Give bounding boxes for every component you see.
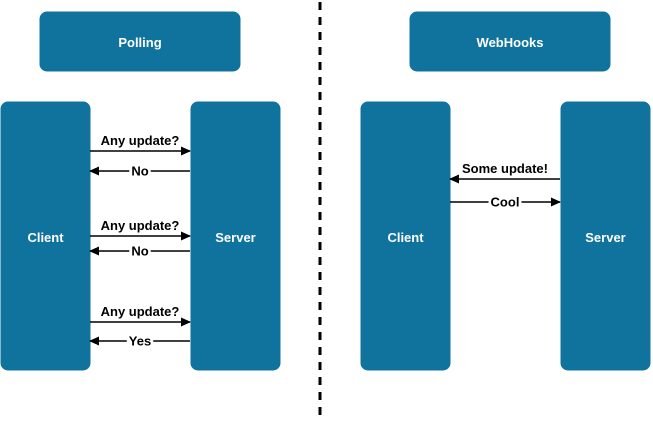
polling-message-label: Any update? <box>101 304 180 319</box>
webhooks-section: WebHooks Client Server Some update! Cool <box>360 11 651 371</box>
webhooks-client-rect <box>360 101 451 371</box>
polling-server-label: Server <box>215 230 255 245</box>
webhooks-messages: Some update! Cool <box>449 161 561 210</box>
polling-message-4: No <box>89 243 190 259</box>
webhooks-message-2: Cool <box>450 194 561 210</box>
polling-server-box: Server <box>190 101 281 371</box>
webhooks-client-box: Client <box>360 101 451 371</box>
polling-message-label: Any update? <box>101 218 180 233</box>
polling-title: Polling <box>118 35 161 50</box>
webhooks-client-label: Client <box>387 230 424 245</box>
polling-message-label-bg <box>129 163 151 179</box>
polling-message-label: Yes <box>129 334 151 349</box>
polling-message-5: Any update? <box>90 304 191 327</box>
webhooks-title-box: WebHooks <box>409 11 611 72</box>
polling-message-label-bg <box>129 243 151 259</box>
webhooks-title: WebHooks <box>477 35 544 50</box>
polling-message-3: Any update? <box>90 218 191 241</box>
polling-title-box: Polling <box>39 11 241 72</box>
polling-message-label-bg <box>126 333 154 349</box>
webhooks-message-label: Cool <box>491 195 520 210</box>
webhooks-message-1: Some update! <box>449 161 560 184</box>
webhooks-server-rect <box>560 101 651 371</box>
polling-client-label: Client <box>27 230 64 245</box>
webhooks-server-label: Server <box>585 230 625 245</box>
polling-title-rect <box>39 11 241 72</box>
webhooks-server-box: Server <box>560 101 651 371</box>
polling-client-box: Client <box>0 101 91 371</box>
polling-message-label: Any update? <box>101 133 180 148</box>
polling-message-label: No <box>131 244 148 259</box>
polling-message-label: No <box>131 164 148 179</box>
polling-message-6: Yes <box>89 333 190 349</box>
webhooks-message-label: Some update! <box>462 161 548 176</box>
polling-message-1: Any update? <box>90 133 191 156</box>
polling-message-2: No <box>89 163 190 179</box>
polling-server-rect <box>190 101 281 371</box>
webhooks-title-rect <box>409 11 611 72</box>
webhooks-message-label-bg <box>488 194 522 210</box>
